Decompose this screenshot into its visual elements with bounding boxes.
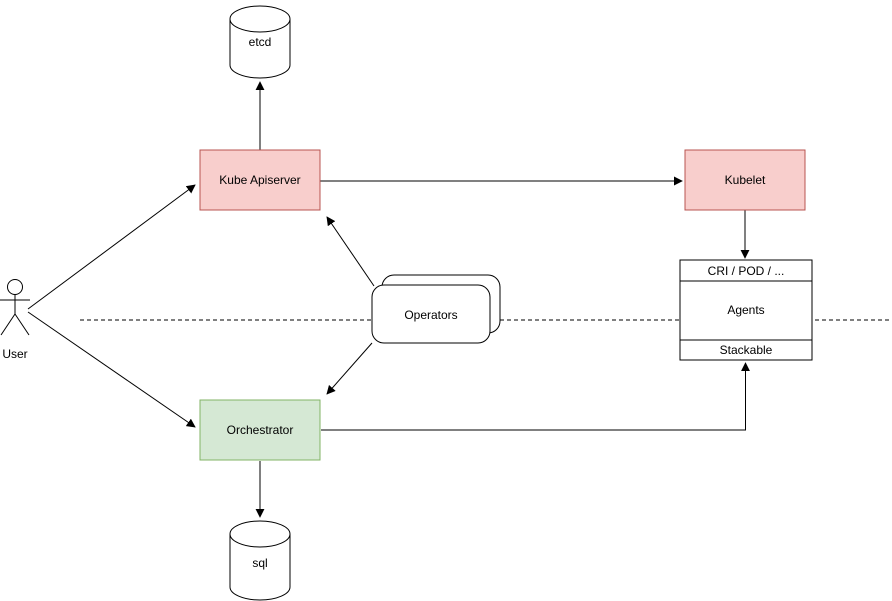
orchestrator-box [199, 399, 321, 461]
agents-stack-body-label: Agents [727, 303, 764, 317]
node-kubelet: Kubelet [684, 149, 806, 211]
etcd-label: etcd [249, 35, 272, 49]
orchestrator-label: Orchestrator [227, 423, 294, 437]
edge-orchestrator-to-stackable [321, 362, 750, 431]
database-cylinder-icon [229, 534, 291, 601]
node-etcd-database: etcd [229, 5, 291, 79]
actor-left-leg [0, 313, 16, 336]
database-cylinder-top [229, 520, 291, 548]
node-kube-apiserver: Kube Apiserver [199, 149, 321, 211]
node-operators: Operators [371, 274, 501, 344]
operators-front-card [371, 284, 491, 344]
edge-user-to-orchestrator [27, 311, 196, 428]
kubelet-box [684, 149, 806, 211]
node-user-actor: User [0, 279, 30, 361]
agents-stack-header-label: CRI / POD / ... [708, 264, 785, 278]
operators-label: Operators [404, 308, 457, 322]
edge-operators-to-orchestrator [326, 342, 373, 395]
database-cylinder-icon [229, 19, 291, 79]
node-agents-stack: CRI / POD / ... Agents Stackable [679, 259, 813, 361]
node-sql-database: sql [229, 520, 291, 601]
edge-user-to-apiserver [27, 184, 196, 310]
kube-apiserver-label: Kube Apiserver [219, 173, 300, 187]
agents-stack-footer-label: Stackable [720, 343, 773, 357]
node-orchestrator: Orchestrator [199, 399, 321, 461]
user-label: User [2, 347, 27, 361]
kubelet-label: Kubelet [725, 173, 766, 187]
actor-head [7, 279, 23, 295]
database-cylinder-top [229, 5, 291, 33]
kube-apiserver-box [199, 149, 321, 211]
actor-right-leg [14, 313, 30, 336]
agents-stack-box [679, 259, 813, 361]
edge-operators-to-apiserver [326, 216, 375, 287]
sql-label: sql [252, 556, 267, 570]
